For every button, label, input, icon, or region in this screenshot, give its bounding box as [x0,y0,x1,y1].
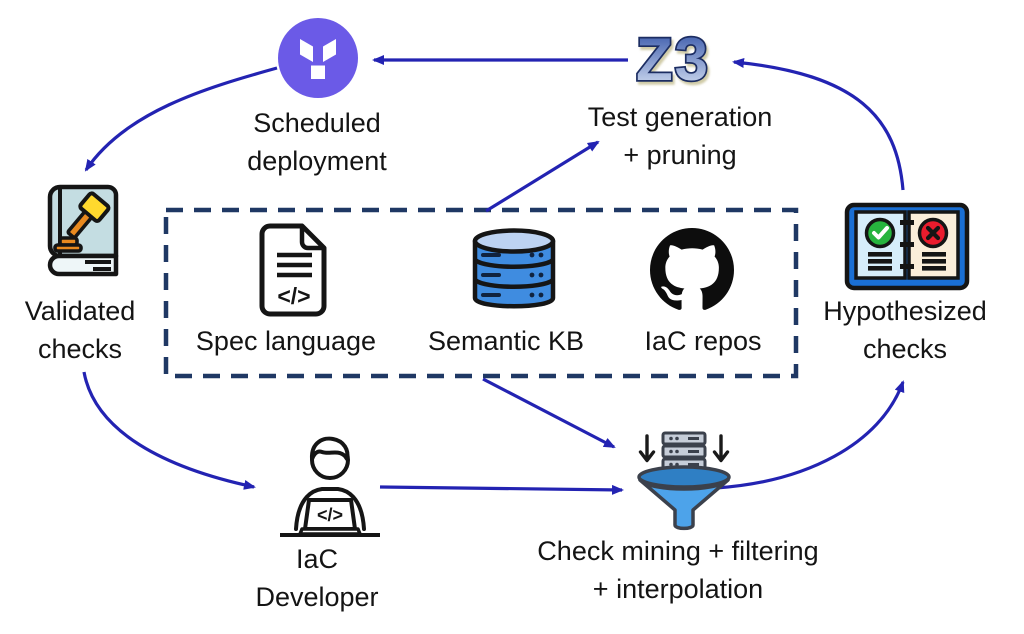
validated-checks-label: Validated checks [24,296,136,365]
funnel-rim [637,465,731,489]
arrow-box-to-mining [482,377,616,449]
iac-repos-label: IaC repos [644,326,762,356]
iac-developer-label: IaC Developer [255,544,379,613]
spec-document-icon: </> [259,223,327,317]
test-generation-label: Test generation + pruning [587,102,773,171]
z3-logo-text: Z3 [636,26,710,93]
arrow-validated-to-developer [82,371,256,490]
iac-developer-icon: </> [280,436,380,537]
z3-logo: Z3 [608,22,738,98]
svg-text:</>: </> [317,505,343,525]
terraform-icon [278,18,358,98]
arrow-mining-to-hypothesized [715,380,905,490]
gavel-icon [53,191,111,253]
hypothesized-checks-notebook-icon [844,202,970,291]
check-mining-label: Check mining + filtering + interpolation [537,536,819,605]
server-stack-icon [661,431,707,472]
github-icon [650,228,734,310]
funnel-cone [638,478,730,531]
terraform-circle [278,18,358,98]
hypothesized-checks-label: Hypothesized checks [823,296,987,365]
down-arrows-icon [638,434,730,463]
scheduled-deployment-label: Scheduled deployment [247,108,387,177]
arrow-developer-to-mining [379,484,624,495]
spec-language-label: Spec language [195,326,377,356]
database-icon [472,228,556,309]
svg-text:</>: </> [277,283,310,309]
check-mining-funnel-icon [637,431,731,531]
validated-checks-book-icon [47,184,119,277]
semantic-kb-label: Semantic KB [427,326,585,356]
arrow-box-to-testgen [485,140,600,213]
